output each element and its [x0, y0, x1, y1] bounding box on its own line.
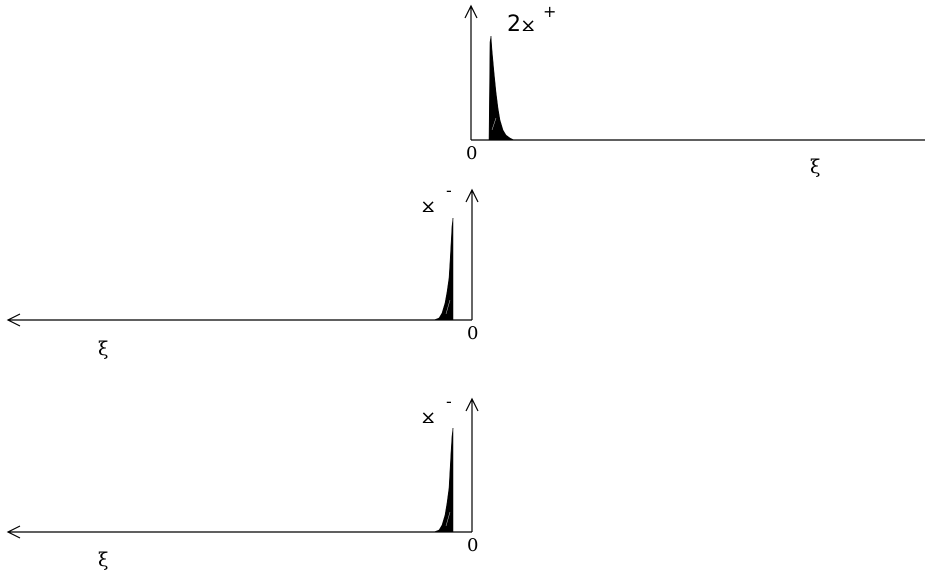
middle-pulse — [433, 217, 454, 321]
middle-x-arrow-icon — [6, 313, 21, 327]
bottom-y-arrow-icon — [465, 397, 479, 412]
bottom-xi-label: ξ — [98, 549, 108, 571]
bottom-function-symbol: ⨲ — [422, 404, 435, 429]
top-origin-label: 0 — [466, 143, 477, 164]
top-function-symbol: 2⨲ — [507, 12, 535, 37]
bottom-pulse — [433, 427, 454, 533]
middle-function-superscript: - — [446, 181, 452, 200]
middle-function-symbol: ⨲ — [422, 193, 435, 218]
top-function-superscript: + — [543, 2, 556, 21]
bottom-function-superscript: - — [446, 392, 452, 411]
bottom-pulse-hatch — [445, 511, 451, 527]
middle-origin-label: 0 — [467, 323, 478, 344]
bottom-x-arrow-icon — [6, 525, 21, 539]
top-xi-label: ξ — [810, 156, 820, 178]
bottom-panel: ⨲ - 0 ξ — [6, 392, 479, 571]
middle-y-arrow-icon — [465, 188, 479, 203]
top-pulse-hatch — [491, 117, 497, 131]
top-pulse — [488, 35, 515, 141]
middle-panel: ⨲ - 0 ξ — [6, 181, 479, 360]
top-panel: 2⨲ + 0 ξ — [464, 2, 925, 178]
middle-xi-label: ξ — [98, 338, 108, 360]
middle-pulse-hatch — [445, 299, 451, 315]
bottom-origin-label: 0 — [467, 535, 478, 556]
top-y-arrow-icon — [464, 4, 478, 19]
